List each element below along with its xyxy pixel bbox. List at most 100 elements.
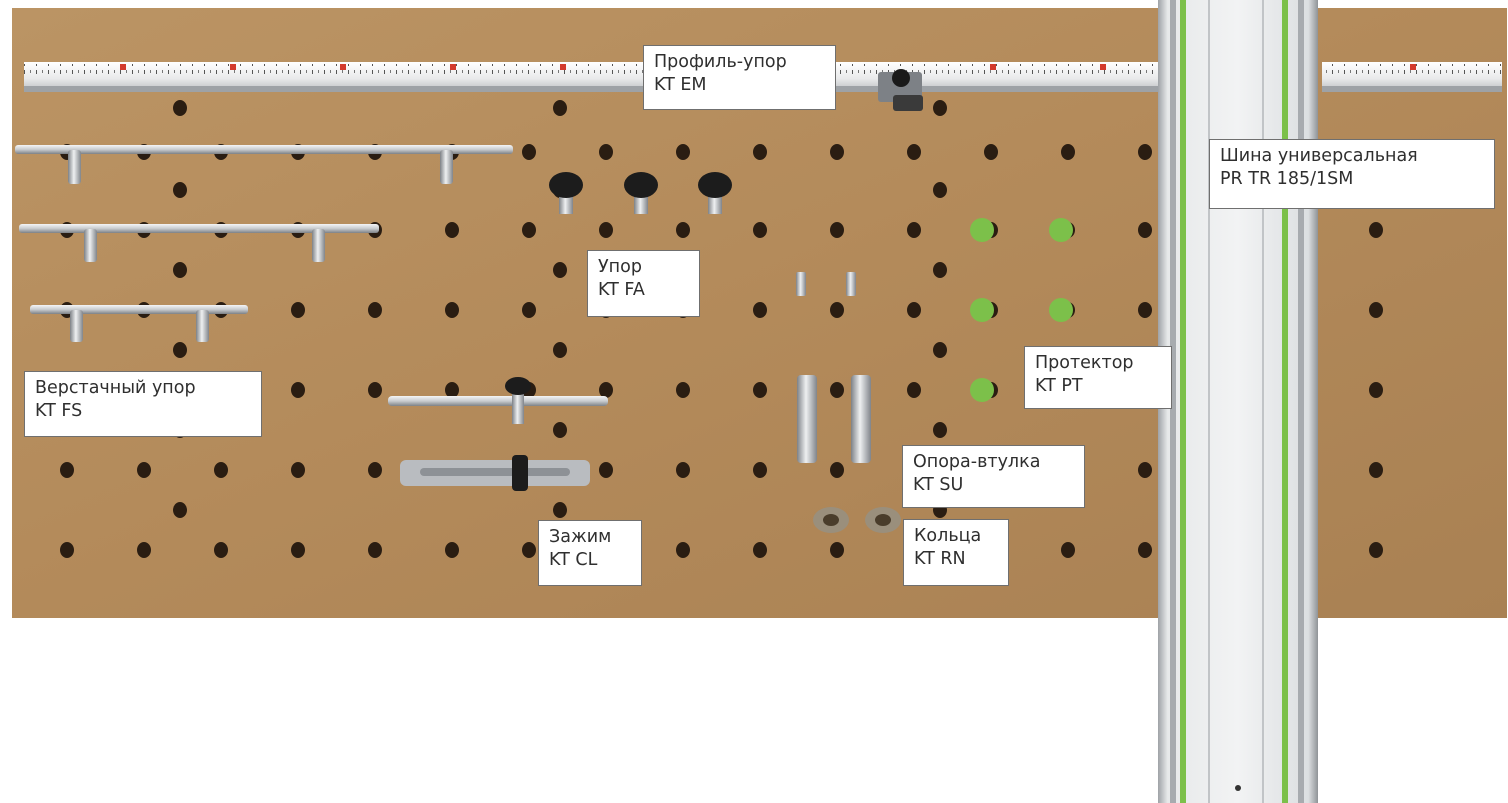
peg-hole <box>676 542 690 558</box>
peg-hole <box>445 382 459 398</box>
peg-hole <box>1138 144 1152 160</box>
peg-hole <box>933 422 947 438</box>
peg-hole <box>445 222 459 238</box>
peg-hole <box>137 542 151 558</box>
label-stop: Упор KT FA <box>587 250 700 317</box>
label-support-sleeve-name: Опора-втулка <box>913 452 1041 472</box>
peg-hole <box>291 382 305 398</box>
label-profile-stop: Профиль-упор KT EM <box>643 45 836 110</box>
peg-hole <box>933 100 947 116</box>
peg-hole <box>60 462 74 478</box>
peg-hole <box>933 262 947 278</box>
peg-hole <box>173 182 187 198</box>
peg-hole <box>1138 462 1152 478</box>
peg-hole <box>830 462 844 478</box>
peg-hole <box>445 302 459 318</box>
peg-hole <box>599 144 613 160</box>
peg-hole <box>933 182 947 198</box>
peg-hole <box>1369 302 1383 318</box>
label-support-sleeve: Опора-втулка KT SU <box>902 445 1085 508</box>
peg-hole <box>1138 222 1152 238</box>
label-guide-rail-code: PR TR 185/1SM <box>1220 169 1354 189</box>
peg-hole <box>553 342 567 358</box>
peg-hole <box>907 222 921 238</box>
label-rings-name: Кольца <box>914 526 982 546</box>
peg-hole <box>753 462 767 478</box>
peg-hole <box>291 302 305 318</box>
label-bench-stop: Верстачный упор KT FS <box>24 371 262 437</box>
support-sleeves <box>797 375 871 463</box>
peg-hole <box>553 502 567 518</box>
guide-rail <box>1158 0 1318 803</box>
peg-hole <box>522 222 536 238</box>
peg-hole <box>907 144 921 160</box>
label-profile-stop-code: KT EM <box>654 75 707 95</box>
peg-hole <box>984 144 998 160</box>
peg-hole <box>553 262 567 278</box>
peg-hole <box>173 262 187 278</box>
peg-hole <box>599 382 613 398</box>
label-protector-code: KT PT <box>1035 376 1083 396</box>
label-rings-code: KT RN <box>914 549 966 569</box>
label-profile-stop-name: Профиль-упор <box>654 52 787 72</box>
peg-hole <box>137 462 151 478</box>
peg-hole <box>60 542 74 558</box>
profile-stop-ruler <box>24 62 1502 92</box>
label-rings: Кольца KT RN <box>903 519 1009 586</box>
peg-hole <box>291 542 305 558</box>
peg-hole <box>173 502 187 518</box>
peg-hole <box>1369 222 1383 238</box>
label-guide-rail-name: Шина универсальная <box>1220 146 1418 166</box>
peg-hole <box>522 302 536 318</box>
label-stop-name: Упор <box>598 257 642 277</box>
label-bench-stop-name: Верстачный упор <box>35 378 196 398</box>
peg-hole <box>830 144 844 160</box>
peg-hole <box>173 342 187 358</box>
bench-stop-medium <box>19 224 379 262</box>
peg-hole <box>676 382 690 398</box>
small-pins <box>796 272 856 296</box>
peg-hole <box>368 542 382 558</box>
peg-hole <box>173 100 187 116</box>
peg-hole <box>933 342 947 358</box>
peg-hole <box>599 222 613 238</box>
label-stop-code: KT FA <box>598 280 645 300</box>
peg-hole <box>1369 462 1383 478</box>
label-clamp: Зажим KT CL <box>538 520 642 586</box>
peg-hole <box>368 462 382 478</box>
bench-stop-long <box>15 145 513 184</box>
peg-hole <box>1061 144 1075 160</box>
peg-hole <box>830 222 844 238</box>
peg-hole <box>907 382 921 398</box>
peg-hole <box>522 144 536 160</box>
peg-hole <box>1369 542 1383 558</box>
peg-hole <box>214 462 228 478</box>
peg-hole <box>830 382 844 398</box>
label-clamp-code: KT CL <box>549 550 598 570</box>
label-clamp-name: Зажим <box>549 527 612 547</box>
label-guide-rail: Шина универсальная PR TR 185/1SM <box>1209 139 1495 209</box>
peg-hole <box>214 542 228 558</box>
protectors <box>970 218 1073 402</box>
peg-hole <box>368 302 382 318</box>
peg-hole <box>1369 382 1383 398</box>
peg-hole <box>753 144 767 160</box>
label-support-sleeve-code: KT SU <box>913 475 964 495</box>
peg-hole <box>753 302 767 318</box>
peg-hole <box>753 542 767 558</box>
peg-hole <box>1138 542 1152 558</box>
rings <box>813 507 901 533</box>
clamp-plate-top <box>388 377 608 424</box>
peg-hole <box>445 542 459 558</box>
peg-hole <box>676 222 690 238</box>
peg-hole <box>753 382 767 398</box>
peg-hole <box>1138 302 1152 318</box>
peg-hole <box>599 462 613 478</box>
label-bench-stop-code: KT FS <box>35 401 83 421</box>
peg-hole <box>368 382 382 398</box>
peg-hole <box>522 542 536 558</box>
peg-hole <box>830 302 844 318</box>
bench-stop-short <box>30 305 248 342</box>
peg-hole <box>907 302 921 318</box>
peg-hole <box>1061 542 1075 558</box>
